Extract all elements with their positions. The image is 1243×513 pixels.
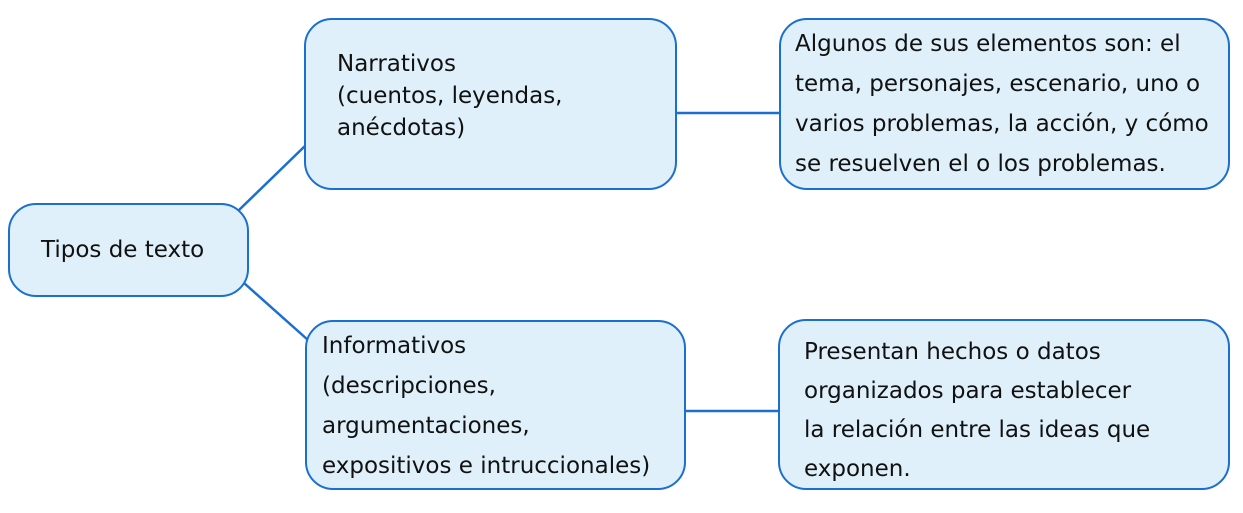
narrativos-description-line: se resuelven el o los problemas. bbox=[795, 151, 1166, 177]
node-informativos: Informativos (descripciones, argumentaci… bbox=[305, 320, 686, 490]
node-informativos-text: Informativos (descripciones, argumentaci… bbox=[322, 326, 650, 486]
node-narrativos-line: (cuentos, leyendas, bbox=[337, 83, 563, 109]
node-narrativos-description-text: Algunos de sus elementos son: el tema, p… bbox=[795, 24, 1209, 184]
node-narrativos-text: Narrativos (cuentos, leyendas, anécdotas… bbox=[337, 48, 563, 144]
node-informativos-line: argumentaciones, bbox=[322, 413, 530, 439]
root-node-tipos-de-texto: Tipos de texto bbox=[8, 203, 249, 297]
informativos-description-line: organizados para establecer bbox=[804, 378, 1132, 404]
node-narrativos: Narrativos (cuentos, leyendas, anécdotas… bbox=[304, 18, 677, 190]
node-informativos-line: expositivos e intruccionales) bbox=[322, 453, 651, 479]
informativos-description-line: la relación entre las ideas que bbox=[804, 417, 1151, 443]
narrativos-description-line: varios problemas, la acción, y cómo bbox=[795, 111, 1209, 137]
narrativos-description-line: Algunos de sus elementos son: el bbox=[795, 31, 1181, 57]
node-narrativos-description: Algunos de sus elementos son: el tema, p… bbox=[779, 18, 1230, 190]
root-node-label: Tipos de texto bbox=[41, 237, 205, 263]
node-informativos-description-text: Presentan hechos o datos organizados par… bbox=[804, 333, 1150, 489]
node-informativos-line: Informativos bbox=[322, 333, 467, 359]
narrativos-description-line: tema, personajes, escenario, uno o bbox=[795, 71, 1201, 97]
node-informativos-description: Presentan hechos o datos organizados par… bbox=[778, 319, 1230, 490]
node-narrativos-line: anécdotas) bbox=[337, 115, 466, 141]
connector-root-informativos bbox=[243, 282, 309, 341]
connector-root-narrativos bbox=[237, 144, 307, 212]
node-narrativos-line: Narrativos bbox=[337, 51, 456, 77]
informativos-description-line: Presentan hechos o datos bbox=[804, 339, 1101, 365]
node-informativos-line: (descripciones, bbox=[322, 373, 496, 399]
informativos-description-line: exponen. bbox=[804, 456, 911, 482]
